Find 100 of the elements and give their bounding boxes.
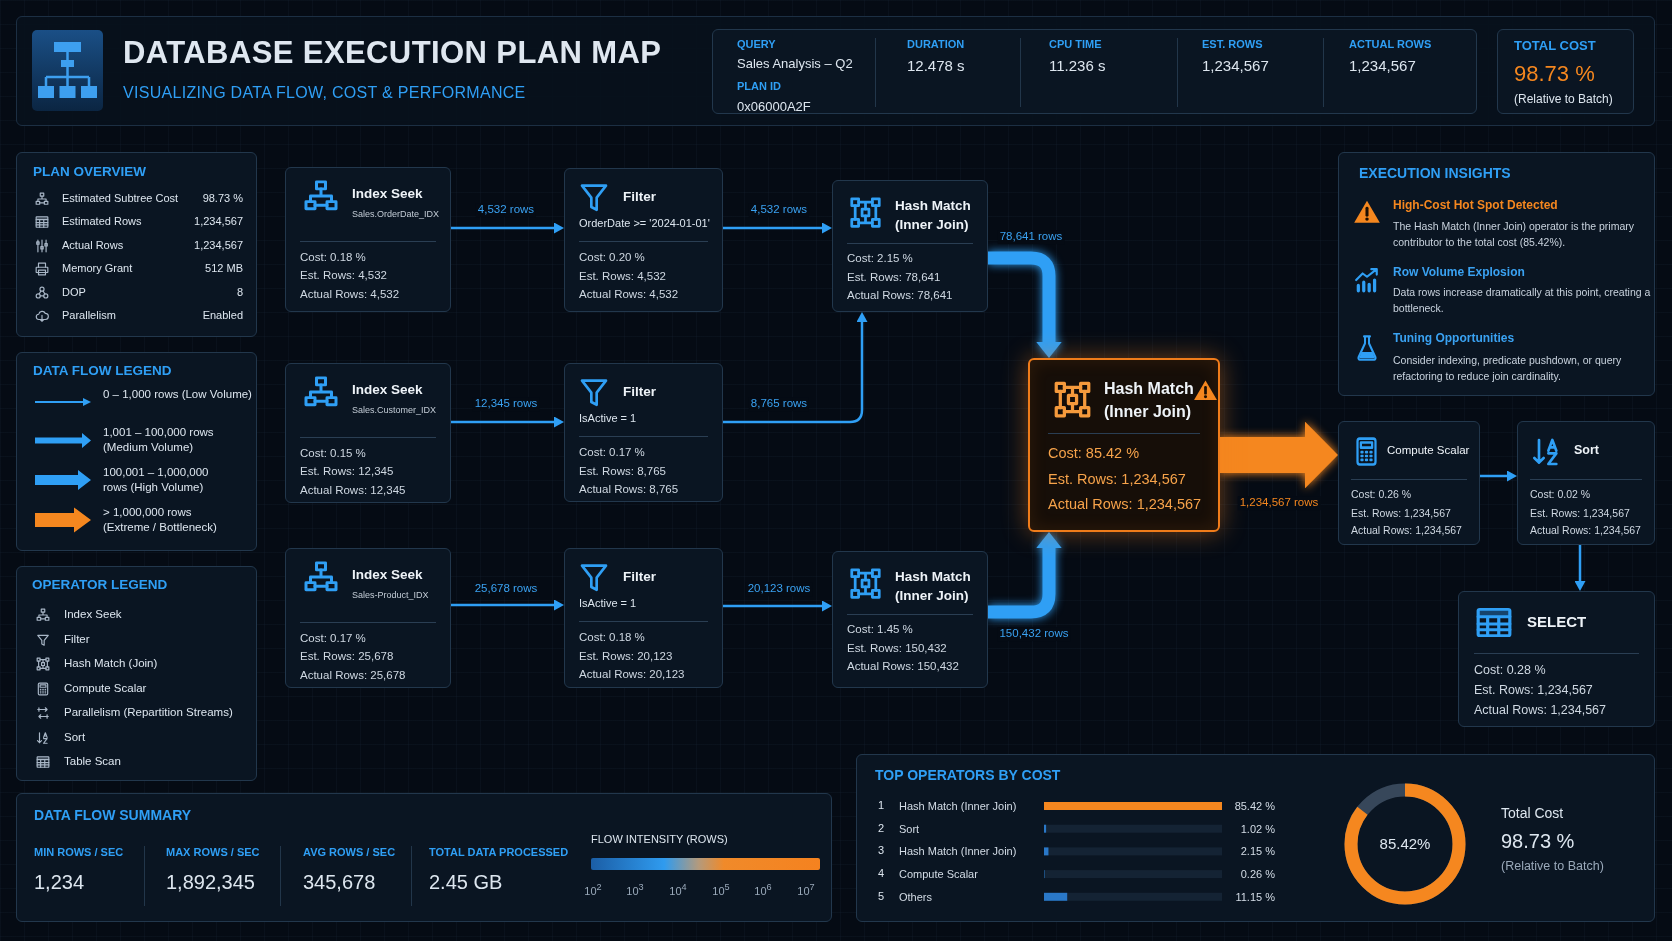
edge-label: 25,678 rows (472, 582, 540, 596)
edge-label: 20,123 rows (745, 582, 813, 596)
stat-text: Actual Rows: 150,432 (847, 660, 959, 674)
stat-text: Est. Rows: 1,234,567 (1351, 507, 1451, 520)
total-cost-card (1497, 29, 1634, 114)
arrow (723, 222, 832, 234)
stat-text: Actual Rows: 1,234,567 (1474, 703, 1607, 718)
metric-value: 1,892,345 (166, 870, 255, 894)
stat-text: Est. Rows: 150,432 (847, 642, 947, 656)
metric-label: MAX ROWS / SEC (166, 846, 260, 860)
edge-label: 8,765 rows (748, 397, 810, 411)
operator-name: Filter (623, 189, 656, 206)
operator-card (564, 548, 723, 688)
row-value: 98.73 % (202, 192, 243, 206)
operator-name: Compute Scalar (1387, 444, 1470, 458)
tick-label: 10$^{5}$ (712, 882, 730, 898)
metric-label: DURATION (907, 38, 965, 52)
rank-number: 4 (877, 867, 885, 881)
stat-text: Cost: 0.18 % (300, 251, 366, 265)
legend-text: > 1,000,000 rows (Extreme / Bottleneck) (103, 505, 218, 535)
legend-text: Filter (64, 633, 90, 647)
arrow (1574, 545, 1586, 591)
category-label: Others (899, 890, 932, 903)
cost-ranking-panel (856, 754, 1655, 922)
operator-name: Index Seek (352, 382, 423, 399)
stat-text: Est. Rows: 4,532 (579, 270, 666, 284)
legend-text: Compute Scalar (64, 682, 147, 696)
rank-number: 5 (877, 890, 885, 904)
note-text: (Relative to Batch) (1514, 92, 1613, 107)
stat-text: Actual Rows: 4,532 (300, 288, 400, 302)
note-text: (Relative to Batch) (1501, 859, 1604, 874)
panel-heading: TOP OPERATORS BY COST (875, 767, 1061, 784)
stat-text: Cost: 0.15 % (300, 447, 366, 461)
operator-card (1338, 421, 1480, 545)
row-value: 512 MB (205, 262, 243, 276)
legend-text: 1,001 – 100,000 rows (Medium Volume) (103, 425, 215, 455)
metric-value: 0x06000A2F (737, 99, 811, 115)
stat-text: Actual Rows: 1,234,567 (1530, 524, 1641, 537)
insight-text: Consider indexing, predicate pushdown, or query refactoring to reduce join cardinality. (1393, 353, 1623, 384)
panel-heading: EXECUTION INSIGHTS (1359, 165, 1511, 182)
operator-name: SELECT (1527, 613, 1587, 631)
overview-panel (16, 152, 257, 337)
value-label: 0.26 % (1240, 868, 1275, 881)
metric-value: 1,234,567 (1202, 57, 1269, 75)
stat-text: Cost: 0.20 % (579, 251, 645, 265)
legend-text: 100,001 – 1,000,000 rows (High Volume) (103, 465, 210, 495)
metric-value: 1,234 (34, 870, 85, 894)
legend-text: Index Seek (64, 608, 122, 622)
metric-label: AVG ROWS / SEC (303, 846, 396, 860)
stat-text: Est. Rows: 1,234,567 (1530, 507, 1630, 520)
arrow (1480, 470, 1517, 482)
legend-text: 0 – 1,000 rows (Low Volume) (103, 387, 253, 402)
metric-value: 12.478 s (907, 57, 965, 75)
arrow (451, 222, 564, 234)
operator-name: Hash Match (Inner Join) (895, 568, 972, 605)
stat-text: Cost: 0.02 % (1530, 488, 1591, 501)
stat-text: Cost: 0.17 % (579, 446, 645, 460)
metric-label: Total Cost (1501, 805, 1564, 822)
stat-text: Cost: 0.26 % (1351, 488, 1412, 501)
insight-title: High-Cost Hot Spot Detected (1393, 198, 1558, 213)
rank-number: 1 (877, 799, 885, 813)
operator-name: Filter (623, 569, 656, 586)
stat-text: Cost: 2.15 % (847, 252, 913, 266)
stat-text: Cost: 85.42 % (1048, 445, 1140, 463)
insight-title: Tuning Opportunities (1393, 331, 1515, 346)
metric-label: QUERY (737, 38, 776, 52)
tick-label: 10$^{3}$ (626, 882, 644, 898)
predicate-text: IsActive = 1 (579, 597, 637, 611)
stat-text: Cost: 0.28 % (1474, 663, 1546, 678)
legend-text: Parallelism (Repartition Streams) (64, 706, 233, 720)
tick-label: 10$^{6}$ (754, 882, 772, 898)
insight-title: Row Volume Explosion (1393, 265, 1525, 280)
legend-text: Sort (64, 731, 86, 745)
predicate-text: OrderDate >= '2024-01-01' (579, 217, 710, 231)
operator-card (832, 551, 988, 688)
stat-text: Actual Rows: 8,765 (579, 483, 679, 497)
object-name: Sales.Customer_IDX (352, 405, 437, 416)
metric-label: TOTAL COST (1514, 38, 1596, 54)
legend-text: Hash Match (Join) (64, 657, 158, 671)
stat-text: Est. Rows: 12,345 (300, 465, 394, 479)
arrow (723, 600, 832, 612)
cost-value: 98.73 % (1514, 61, 1595, 88)
stat-text: Est. Rows: 78,641 (847, 271, 941, 285)
row-label: Estimated Subtree Cost (62, 192, 179, 206)
metric-value: 98.73 % (1501, 829, 1575, 853)
metric-label: EST. ROWS (1202, 38, 1263, 52)
panel-heading: PLAN OVERVIEW (33, 164, 147, 181)
edge-label: 78,641 rows (997, 230, 1065, 244)
stat-text: Actual Rows: 25,678 (300, 669, 406, 683)
stat-text: Actual Rows: 20,123 (579, 668, 685, 682)
category-label: Compute Scalar (899, 868, 978, 881)
stat-text: Est. Rows: 8,765 (579, 465, 666, 479)
insight-text: The Hash Match (Inner Join) operator is the primary contributor to the total cost (85.42%). (1393, 219, 1635, 250)
legend-panel (16, 566, 257, 781)
legend-panel (16, 352, 257, 551)
operator-card (832, 180, 988, 312)
scale-title: FLOW INTENSITY (ROWS) (591, 833, 728, 847)
row-label: Estimated Rows (62, 215, 142, 229)
metric-label: PLAN ID (737, 80, 781, 94)
insight-text: Data rows increase dramatically at this point, creating a bottleneck. (1393, 285, 1651, 316)
